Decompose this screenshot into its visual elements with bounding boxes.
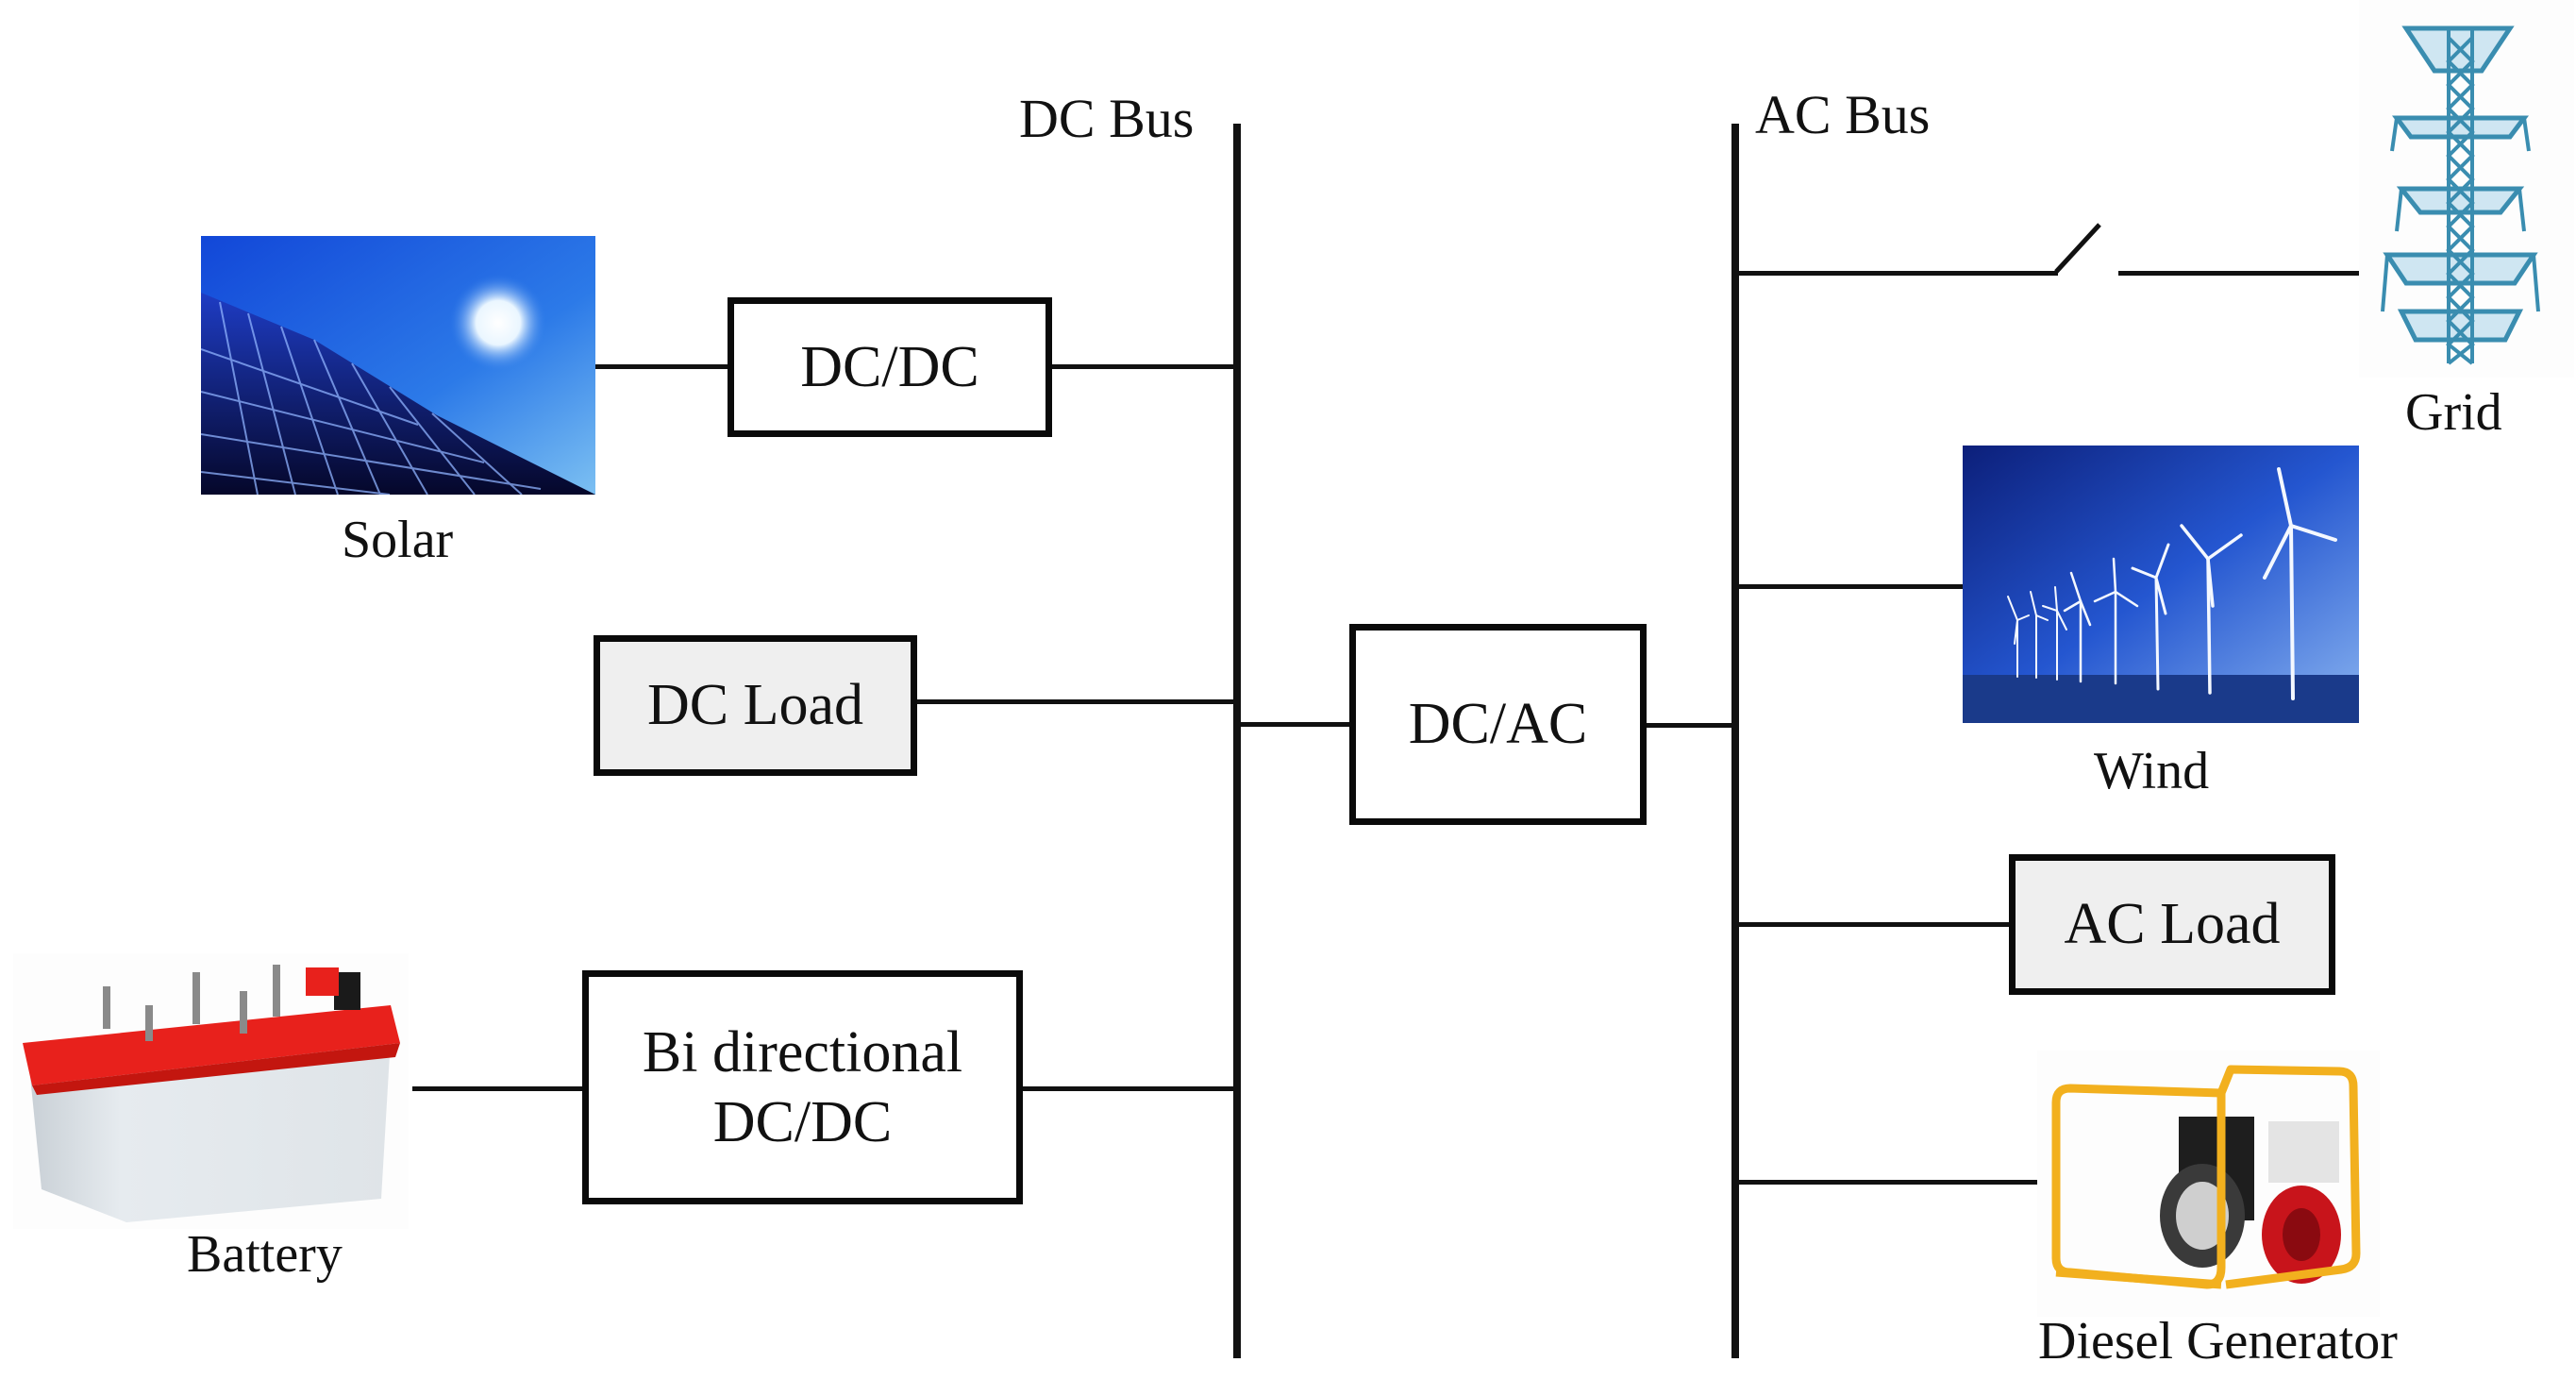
dcdc-to-dc-bus-wire — [1052, 364, 1233, 369]
wind-label: Wind — [2094, 742, 2210, 800]
dc-ac-inverter: DC/AC — [1349, 624, 1647, 825]
dc-bus-to-inverter-wire — [1241, 722, 1349, 727]
ac-bus-to-switch-wire — [1739, 271, 2058, 276]
switch-to-grid-wire — [2118, 271, 2434, 276]
ac-bus-line — [1731, 124, 1739, 1358]
dc-load-box: DC Load — [594, 635, 917, 776]
bidirectional-dcdc-converter: Bi directional DC/DC — [582, 970, 1023, 1204]
inverter-to-ac-bus-wire — [1647, 723, 1731, 728]
ac-bus-label: AC Bus — [1755, 84, 1931, 145]
dc-bus-label: DC Bus — [1019, 88, 1195, 149]
ac-bus-to-ac-load-wire — [1739, 922, 2009, 927]
open-switch-icon — [2052, 217, 2118, 276]
battery-icon — [13, 953, 409, 1229]
solar-panel-icon — [201, 236, 595, 495]
wind-turbine-icon — [1963, 446, 2359, 723]
bidir-label-line2: DC/DC — [712, 1090, 893, 1154]
ac-bus-to-generator-wire — [1739, 1180, 2050, 1185]
solar-to-dcdc-wire — [595, 364, 728, 369]
solar-dcdc-converter: DC/DC — [728, 297, 1052, 437]
solar-dcdc-label: DC/DC — [800, 334, 979, 399]
bidir-label-line1: Bi directional — [642, 1019, 963, 1085]
diesel-generator-icon — [2037, 1051, 2380, 1317]
ac-load-box: AC Load — [2009, 854, 2335, 995]
bidir-to-dc-bus-wire — [1023, 1086, 1233, 1091]
solar-label: Solar — [342, 511, 454, 569]
dc-ac-label: DC/AC — [1408, 692, 1588, 757]
ac-bus-to-wind-wire — [1739, 584, 1967, 589]
grid-label: Grid — [2405, 383, 2502, 442]
dc-load-label: DC Load — [646, 673, 864, 738]
ac-load-label: AC Load — [2064, 892, 2281, 957]
dc-load-to-dc-bus-wire — [917, 699, 1233, 704]
transmission-tower-icon — [2359, 0, 2574, 378]
dc-bus-line — [1233, 124, 1241, 1358]
diesel-generator-label: Diesel Generator — [2038, 1312, 2398, 1371]
battery-label: Battery — [187, 1225, 343, 1284]
battery-to-bidir-wire — [412, 1086, 582, 1091]
